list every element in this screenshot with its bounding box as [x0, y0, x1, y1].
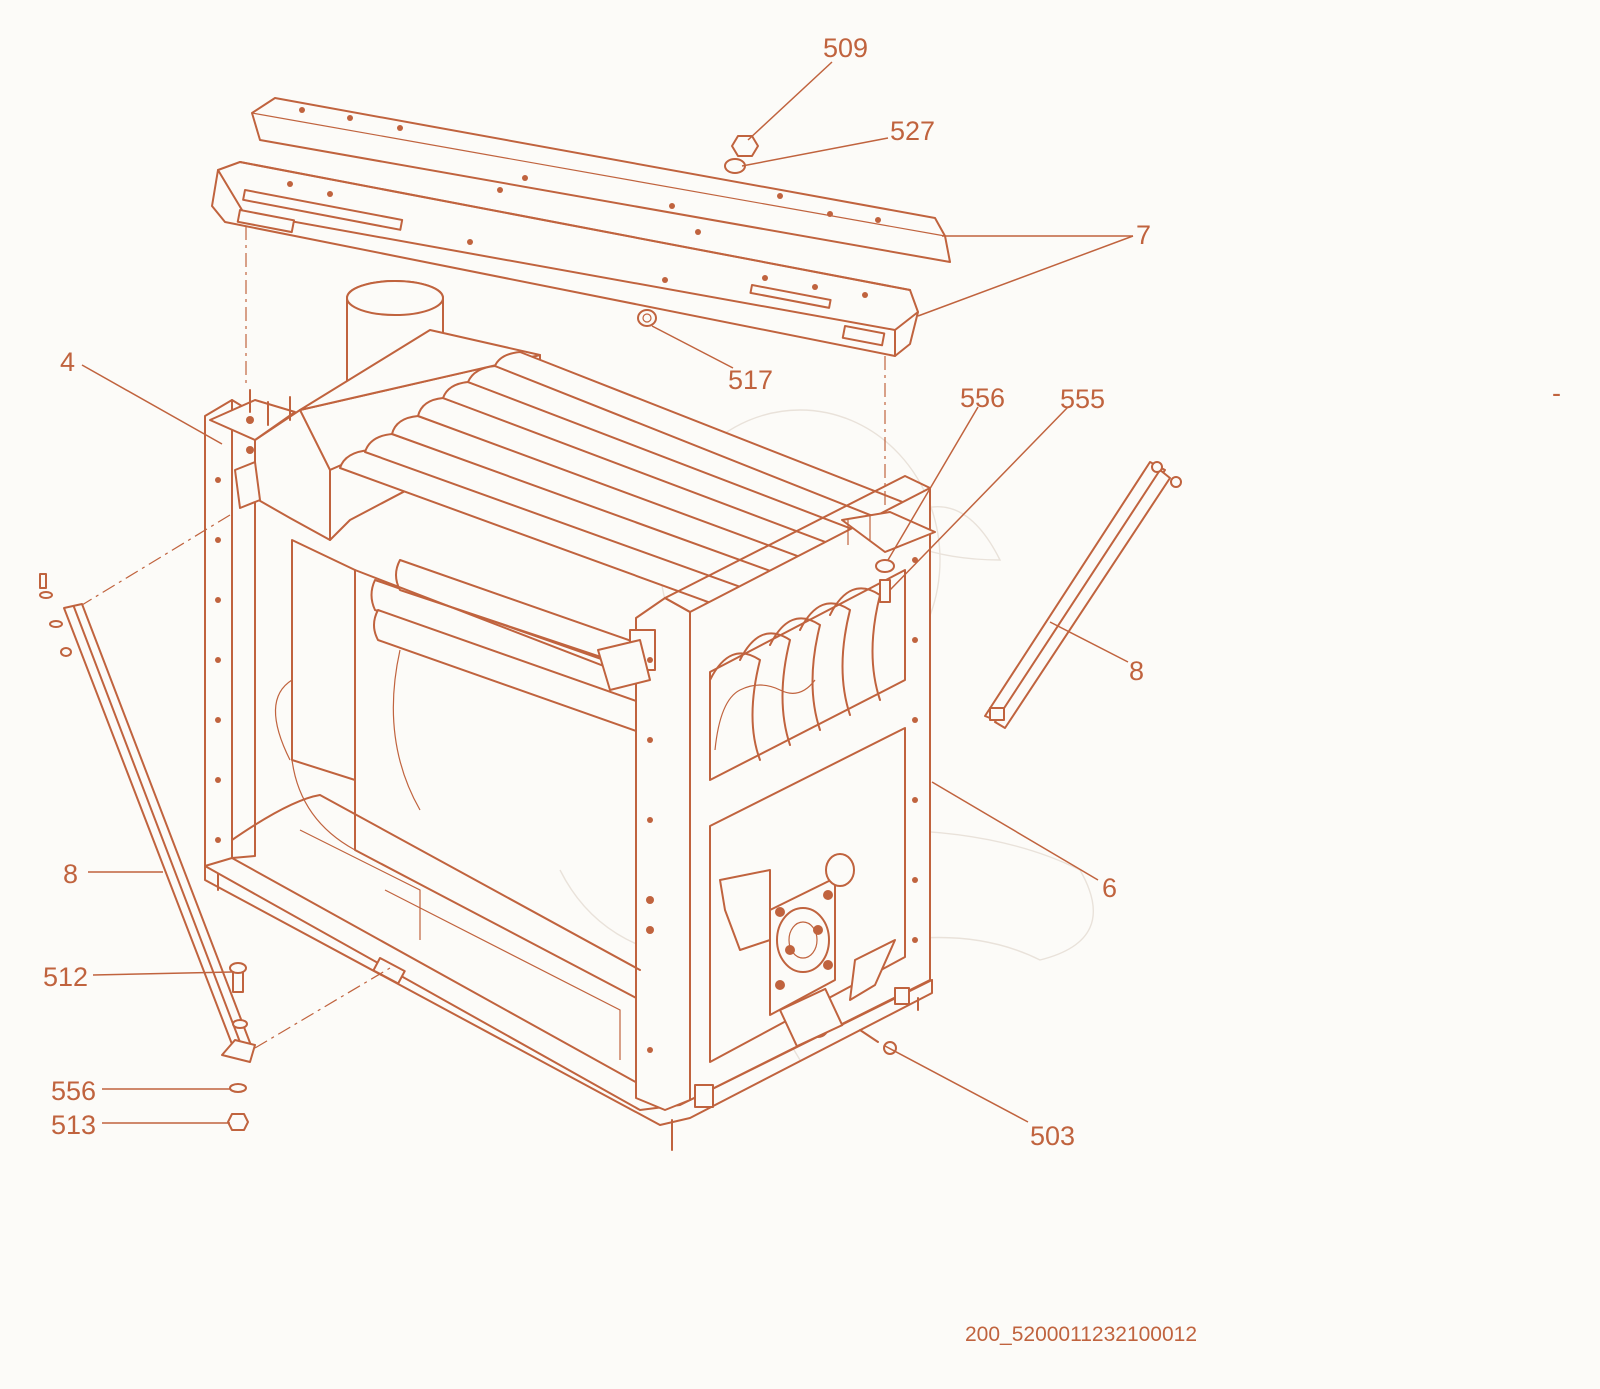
boiler-body — [204, 280, 936, 1151]
callout-513: 513 — [51, 1110, 96, 1140]
rear-studs — [234, 389, 291, 509]
burner-assembly — [719, 853, 897, 1055]
callout-4: 4 — [60, 347, 75, 377]
callout-6: 6 — [1102, 873, 1117, 903]
callout-555: 555 — [1060, 384, 1105, 414]
right-tie-rod — [984, 461, 1182, 729]
stray-dash-mark: - — [1552, 378, 1561, 408]
callout-517: 517 — [728, 365, 773, 395]
rail-holes — [287, 107, 881, 298]
frame-holes — [215, 477, 918, 1053]
callout-509: 509 — [823, 33, 868, 63]
callout-7: 7 — [1136, 220, 1151, 250]
callout-labels: 509 527 7 517 4 556 555 8 8 6 512 556 51… — [43, 33, 1151, 1151]
top-fasteners — [637, 135, 759, 327]
leader-lines — [81, 61, 1134, 1124]
right-mount-fasteners — [847, 515, 895, 603]
bottom-left-fasteners — [227, 962, 249, 1131]
callout-556-bottom: 556 — [51, 1076, 96, 1106]
top-rail-assembly — [211, 97, 951, 357]
callout-512: 512 — [43, 962, 88, 992]
left-tie-rod — [39, 573, 256, 1063]
callout-556-top: 556 — [960, 383, 1005, 413]
drawing-code: 200_5200011232100012 — [965, 1323, 1197, 1346]
callout-503: 503 — [1030, 1121, 1075, 1151]
base-plate — [231, 794, 641, 1060]
callout-8-left: 8 — [63, 859, 78, 889]
callout-527: 527 — [890, 116, 935, 146]
callout-8-right: 8 — [1129, 656, 1144, 686]
alignment-lines — [81, 226, 886, 1049]
